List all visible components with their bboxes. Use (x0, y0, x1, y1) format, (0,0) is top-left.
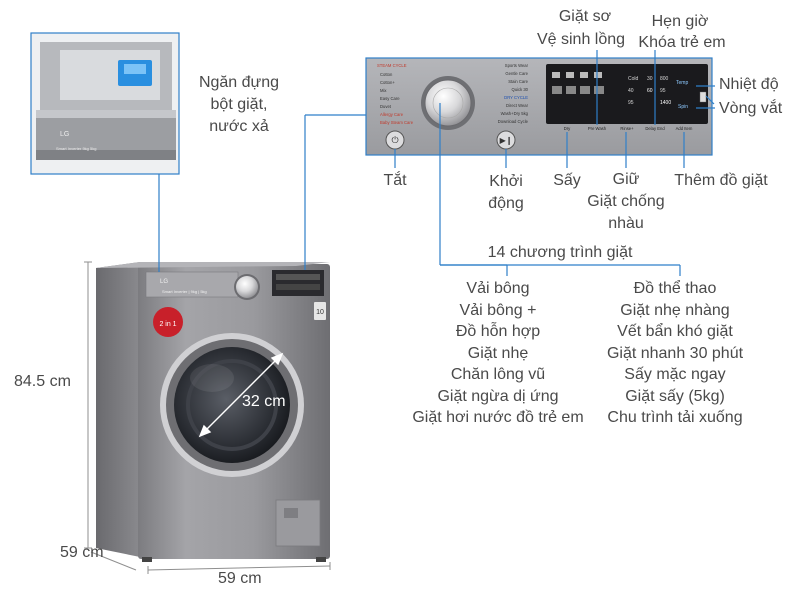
svg-text:Download Cycle: Download Cycle (498, 119, 529, 124)
svg-text:LG: LG (60, 131, 69, 138)
callout-crease-care: Giữ Giặt chống nhàu (570, 169, 682, 235)
svg-text:Delay End: Delay End (645, 126, 665, 131)
callout-dispenser-line3: nước xả (209, 118, 269, 135)
callout-prewash: Giặt sơ (558, 8, 612, 25)
program-item: Giặt nhẹ nhàng (620, 301, 730, 319)
svg-text:Duvet: Duvet (380, 104, 392, 109)
callout-crease-line1: Giữ (612, 171, 640, 188)
program-item: Chu trình tải xuống (607, 409, 743, 426)
svg-text:STEAM CYCLE: STEAM CYCLE (377, 63, 407, 68)
svg-text:Smart Inverter | 9kg | 5kg: Smart Inverter | 9kg | 5kg (162, 289, 207, 294)
svg-text:40: 40 (628, 88, 634, 94)
programs-left-list: Vải bông Vải bông + Đồ hỗn hợp Giặt nhẹ … (396, 278, 600, 429)
svg-text:Dry: Dry (564, 126, 571, 131)
program-item: Giặt sấy (5kg) (625, 387, 725, 405)
svg-text:Mix: Mix (380, 88, 387, 93)
dimension-height: 84.5 cm (14, 373, 71, 390)
program-item: Chăn lông vũ (450, 366, 546, 383)
svg-text:95: 95 (628, 100, 634, 106)
program-item: Giặt ngừa dị ứng (437, 387, 559, 405)
programs-title: 14 chương trình giặt (487, 244, 633, 261)
callout-add-item: Thêm đồ giặt (674, 172, 768, 189)
dispenser-drawer-photo: LG Smart Inverter 9kg 5kg (30, 32, 180, 175)
svg-text:10: 10 (316, 309, 324, 316)
svg-text:Baby Steam Care: Baby Steam Care (380, 120, 414, 125)
program-item: Giặt hơi nước đồ trẻ em (412, 409, 584, 426)
callout-child-lock: Khóa trẻ em (638, 34, 726, 51)
programs-right-list: Đồ thể thao Giặt nhẹ nhàng Vết bẩn khó g… (590, 278, 760, 429)
svg-text:LG: LG (160, 279, 168, 285)
svg-text:Cotton: Cotton (380, 72, 393, 77)
callout-dispenser: Ngăn đựng bột giặt, nước xả (184, 72, 294, 138)
svg-text:Sports Wear: Sports Wear (505, 63, 529, 68)
svg-text:95: 95 (660, 88, 666, 94)
svg-text:2 in 1: 2 in 1 (159, 321, 176, 328)
svg-text:Gentle Care: Gentle Care (505, 71, 528, 76)
program-item: Giặt nhẹ (467, 344, 529, 362)
program-item: Vết bẩn khó giặt (617, 323, 733, 340)
callout-power-off: Tắt (383, 172, 407, 189)
svg-text:Stain Care: Stain Care (508, 79, 528, 84)
control-panel-photo: STEAM CYCLE Cotton Cotton+ Mix Easy Care… (365, 57, 713, 156)
program-item: Vải bông + (459, 301, 537, 319)
callout-crease-line2: Giặt chống (587, 193, 665, 210)
svg-text:Add Item: Add Item (676, 126, 693, 131)
svg-text:Pre Wash: Pre Wash (588, 126, 607, 131)
svg-text:Direct Wear: Direct Wear (506, 103, 529, 108)
svg-text:DRY CYCLE: DRY CYCLE (504, 95, 528, 100)
dimension-width: 59 cm (218, 570, 262, 587)
svg-text:Rinse+: Rinse+ (620, 126, 634, 131)
svg-text:Wash+Dry 5kg: Wash+Dry 5kg (501, 111, 529, 116)
dimension-depth: 59 cm (60, 544, 104, 561)
program-item: Giặt nhanh 30 phút (606, 344, 744, 362)
svg-text:Smart Inverter 9kg 5kg: Smart Inverter 9kg 5kg (56, 146, 96, 151)
svg-text:Spin: Spin (678, 104, 688, 110)
program-item: Đồ thể thao (633, 280, 717, 297)
callout-start-line1: Khởi (489, 173, 523, 190)
svg-text:Cold: Cold (628, 76, 639, 82)
callout-start-line2: động (488, 195, 524, 212)
callout-lines (158, 50, 715, 276)
callout-spin: Vòng vắt (719, 100, 783, 117)
svg-text:30: 30 (647, 76, 653, 82)
door-diameter-arrow (198, 352, 284, 438)
svg-text:▶❙: ▶❙ (500, 136, 513, 145)
svg-text:Temp: Temp (676, 80, 688, 86)
callout-start: Khởi động (474, 171, 538, 215)
program-item: Đồ hỗn hợp (455, 323, 541, 340)
callout-dispenser-line2: bột giặt, (210, 96, 268, 113)
program-item: Sấy mặc ngay (624, 366, 726, 383)
callout-dry: Sấy (553, 172, 581, 189)
svg-text:Allergy Care: Allergy Care (380, 112, 404, 117)
callout-dispenser-line1: Ngăn đựng (198, 74, 280, 91)
callout-timer: Hẹn giờ (651, 13, 709, 30)
callout-tub-clean: Vệ sinh lồng (536, 31, 626, 48)
svg-text:Quick 30: Quick 30 (511, 87, 528, 92)
svg-text:800: 800 (660, 76, 669, 82)
dimension-lines (84, 261, 331, 574)
svg-text:60: 60 (647, 88, 653, 94)
svg-text:Easy Care: Easy Care (380, 96, 400, 101)
svg-text:⏻: ⏻ (391, 135, 398, 145)
svg-text:1400: 1400 (660, 100, 671, 106)
dimension-door: 32 cm (242, 393, 286, 410)
washing-machine-body: LG Smart Inverter | 9kg | 5kg 2 in 1 10 (96, 262, 330, 562)
callout-crease-line3: nhàu (608, 215, 644, 232)
svg-text:Cotton+: Cotton+ (380, 80, 395, 85)
callout-temperature: Nhiệt độ (719, 76, 779, 93)
program-item: Vải bông (466, 280, 530, 297)
